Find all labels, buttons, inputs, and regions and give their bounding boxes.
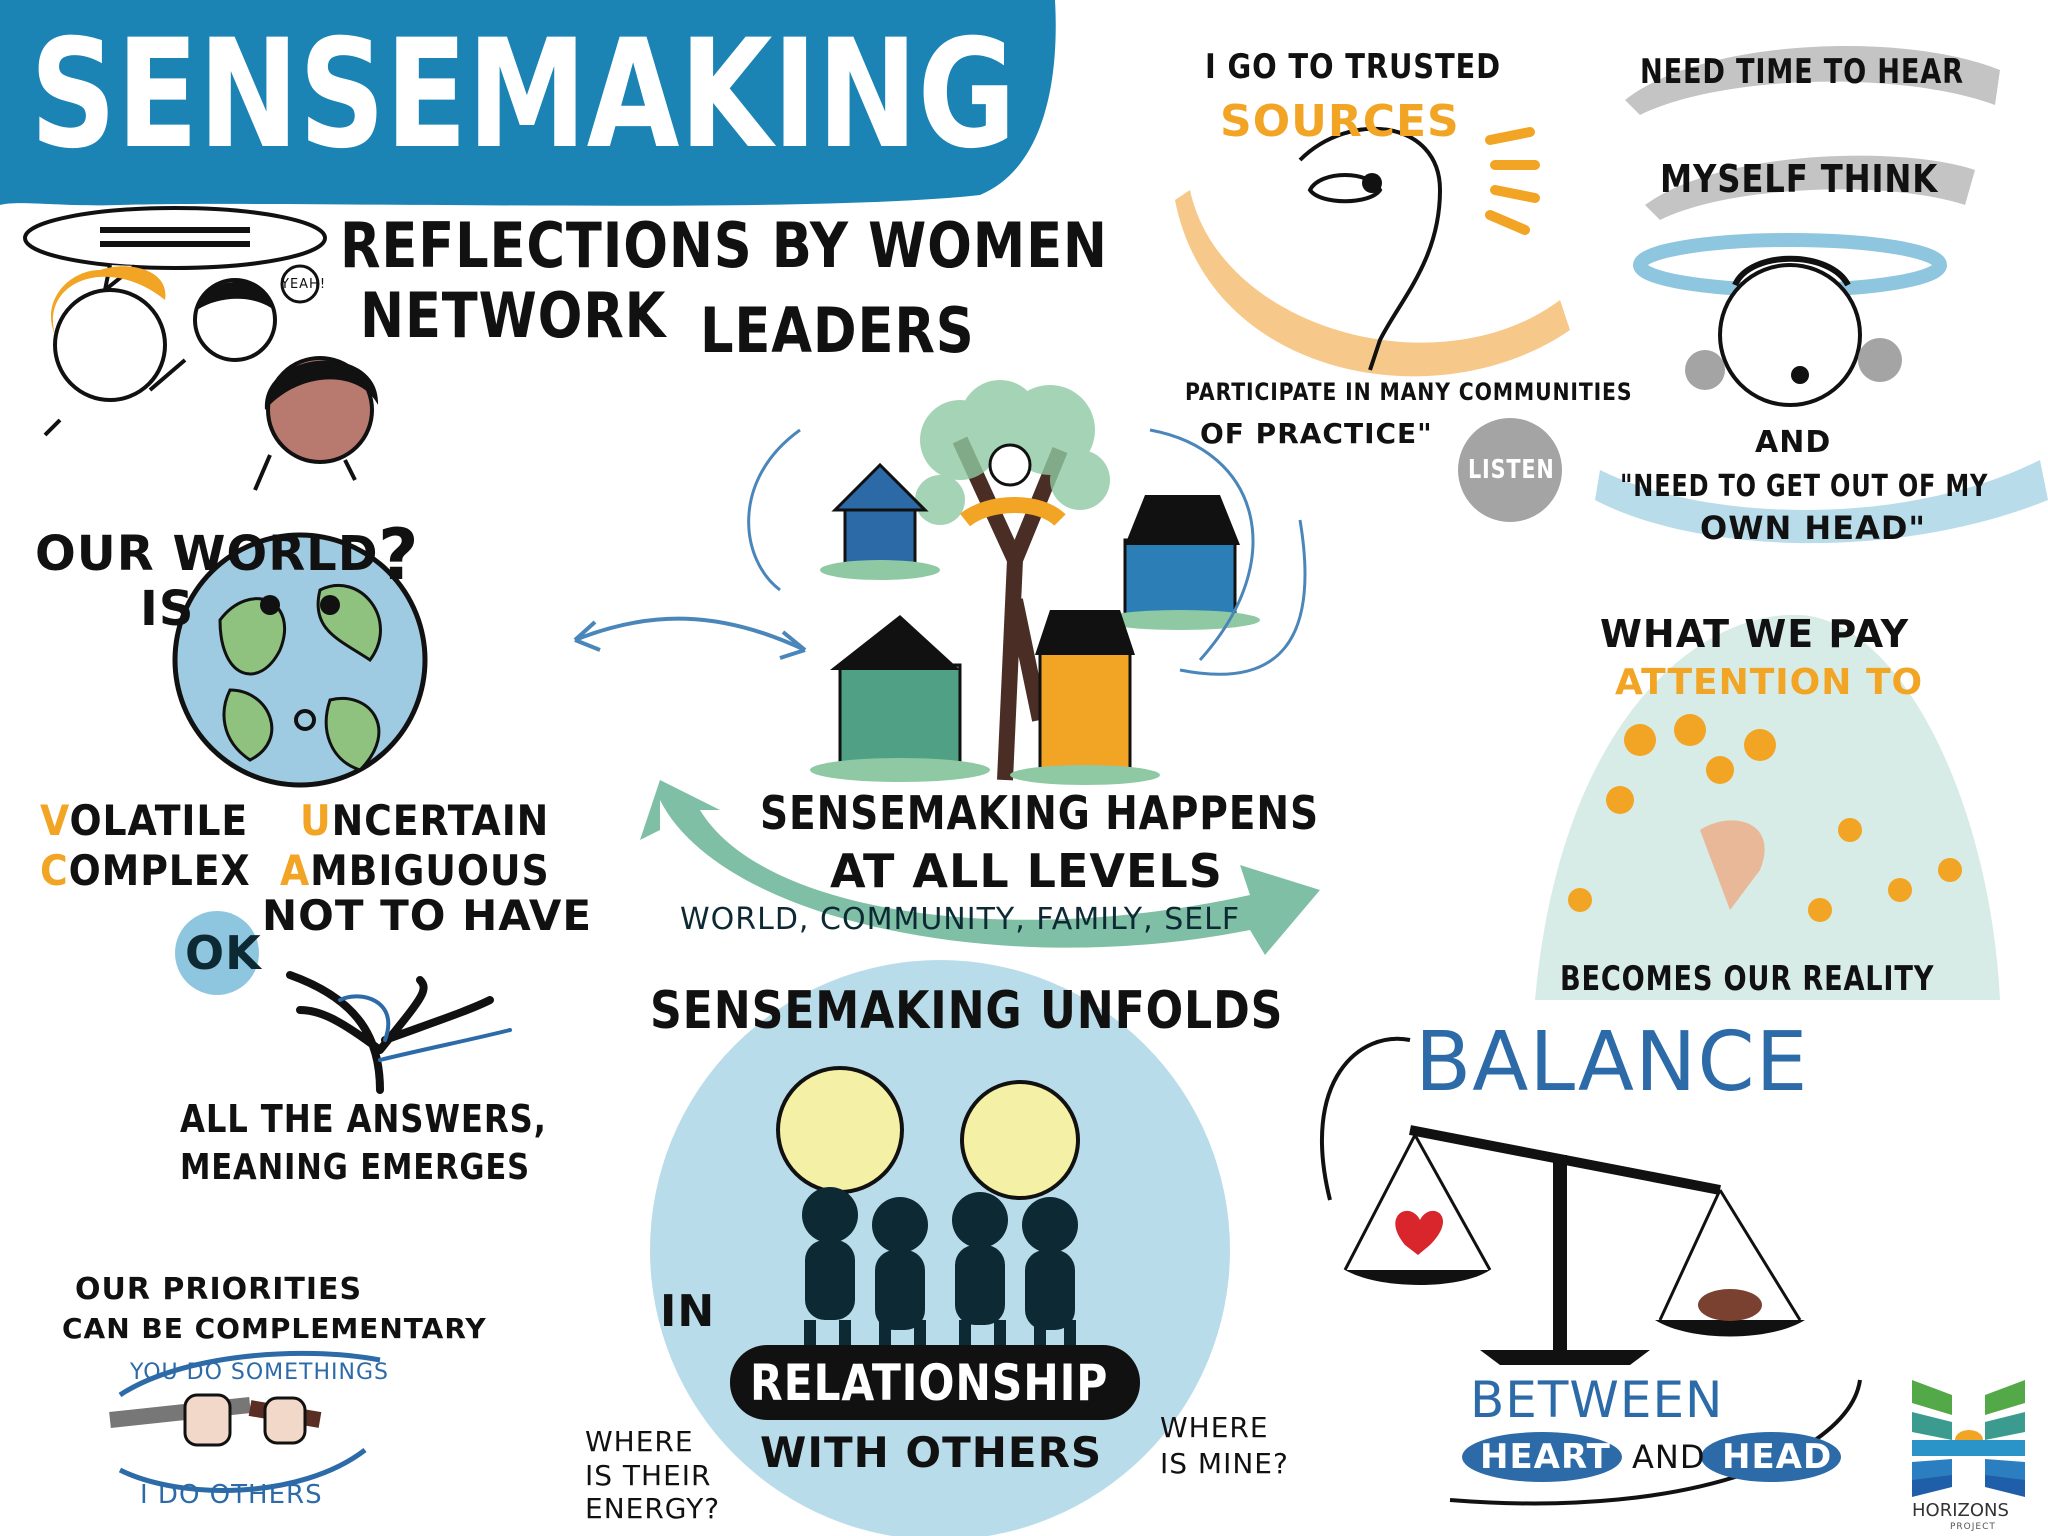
listen-badge-circle [1458,418,1562,522]
levels-arrow-icon [640,780,1320,955]
attention-line3: BECOMES OUR REALITY [1560,959,1935,999]
think-line2: MYSELF THINK [1660,157,1939,201]
ok-badge-circle [175,911,259,995]
double-arrow-icon [573,616,807,660]
subtitle-line2a: NETWORK [360,279,667,352]
branching-arrows-icon [286,971,512,1094]
balance-title: BALANCE [1415,1015,1809,1110]
trusted-arc-line2: OF PRACTICE" [1200,417,1433,450]
relationship-banner [730,1345,1140,1420]
attention-line2: ATTENTION TO [1615,662,1924,703]
vuca-word-uncertain: UNCERTAIN [300,796,550,845]
subtitle-line1: REFLECTIONS BY WOMEN [340,209,1108,282]
speech-bubble-text: YEAH! [281,277,327,292]
levels-line2: AT ALL LEVELS [830,844,1223,898]
subtitle-line2b: LEADERS [700,294,975,367]
ok-badge: OK [185,926,262,980]
relationship-line1: SENSEMAKING [650,981,1023,1041]
priorities-line3: YOU DO SOMETHINGS [130,1360,389,1385]
answers-line1: NOT TO HAVE [262,891,593,940]
page-title: SENSEMAKING [30,8,1017,182]
priorities-line4: I DO OTHERS [140,1480,323,1510]
think-line1: NEED TIME TO HEAR [1640,52,1964,92]
relationship-line2: UNFOLDS [1040,981,1284,1041]
trusted-arc-line1: PARTICIPATE IN MANY COMMUNITIES [1185,378,1633,406]
vuca-word-ambiguous: AMBIGUOUS [280,846,550,895]
relationship-banner-text: RELATIONSHIP [750,1354,1109,1412]
attention-line1: WHAT WE PAY [1600,612,1910,656]
attention-arch [1535,614,2000,1000]
levels-arrow-label: WORLD, COMMUNITY, FAMILY, SELF [680,902,1241,937]
question-left-line1: WHERE [585,1425,694,1458]
heart-pill [1462,1432,1622,1482]
vuca-word-complex: COMPLEX [40,846,251,895]
balance-between: BETWEEN [1470,1371,1724,1429]
title-banner [0,0,1056,206]
balance-heart: HEART [1480,1437,1611,1477]
question-left-line3: ENERGY? [585,1492,721,1526]
balance-scale-illustration [1343,1125,1805,1365]
horizons-logo [1912,1380,2025,1497]
trusted-line2: SOURCES [1220,96,1460,147]
think-line4: "NEED TO GET OUT OF MY [1620,469,1989,504]
speech-bubble-icon [23,206,327,295]
balance-and: AND [1632,1438,1706,1476]
question-right-line1: WHERE [1160,1411,1269,1444]
question-left-line2: IS THEIR [585,1458,712,1492]
lightbulbs-illustration [776,1066,1080,1200]
women-leaders-illustration [43,264,379,491]
flowers-illustration [1568,714,1962,922]
vuca-line1: OUR WORLD [35,526,379,582]
thinking-person-illustration [1595,45,2048,544]
answers-line2: ALL THE ANSWERS, [180,1097,547,1141]
levels-line1: SENSEMAKING HAPPENS [760,786,1319,840]
priorities-oval [118,1350,381,1493]
answers-line3: MEANING EMERGES [180,1147,531,1188]
wrench-and-hammer-illustration [109,1393,322,1447]
tree-and-houses-illustration [747,380,1307,785]
listen-badge: LISTEN [1468,455,1555,485]
question-right-line2: IS MINE? [1160,1447,1289,1481]
vuca-question: ? [378,514,420,596]
balance-head: HEAD [1722,1437,1833,1477]
logo-sub: PROJECT [1950,1522,1996,1532]
logo-name: HORIZONS [1912,1500,2009,1521]
relationship-line4: WITH OTHERS [760,1428,1103,1477]
trusted-line1: I GO TO TRUSTED [1205,47,1501,87]
relationship-line3: IN [660,1286,716,1337]
head-pill [1701,1432,1841,1482]
people-group-illustration [802,1187,1078,1345]
priorities-line1: OUR PRIORITIES [75,1272,363,1307]
trusted-sources-head-illustration [1175,126,1570,522]
globe-illustration [172,532,428,788]
think-line3: AND [1755,425,1832,460]
think-line5: OWN HEAD" [1700,509,1927,547]
vuca-line2: IS [140,581,195,637]
priorities-line2: CAN BE COMPLEMENTARY [62,1312,487,1345]
vuca-word-volatile: VOLATILE [40,796,249,845]
